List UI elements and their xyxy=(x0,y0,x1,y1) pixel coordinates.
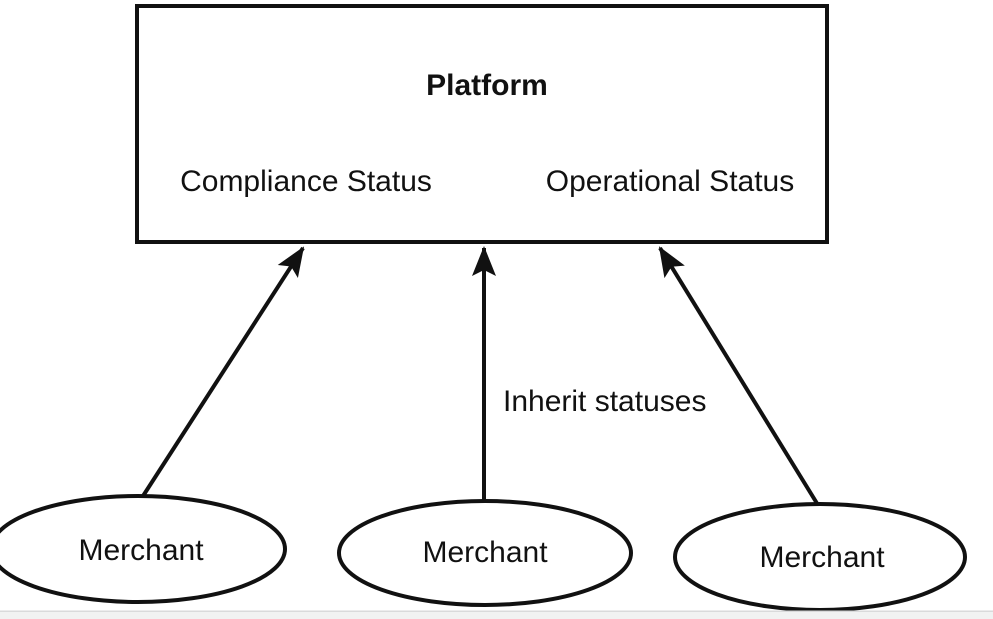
compliance-status-label: Compliance Status xyxy=(180,165,432,198)
inherit-arrow-left xyxy=(141,246,305,498)
merchant-label-middle: Merchant xyxy=(422,536,548,569)
page-bottom-bar-fill xyxy=(0,612,993,619)
page-bottom-bar xyxy=(0,610,993,619)
platform-title: Platform xyxy=(426,69,548,102)
platform-box xyxy=(135,4,829,244)
inherit-arrow-right xyxy=(658,246,820,507)
page-bottom-bar-border xyxy=(0,610,993,612)
inherit-statuses-edge-label: Inherit statuses xyxy=(503,385,706,418)
merchant-nodes: Merchant Merchant Merchant xyxy=(0,494,967,612)
merchant-label-left: Merchant xyxy=(78,534,204,567)
operational-status-label: Operational Status xyxy=(546,165,794,198)
inherit-edges: Inherit statuses xyxy=(141,246,820,507)
merchant-node-middle xyxy=(337,499,633,607)
platform-node: Platform Compliance Status Operational S… xyxy=(135,4,829,244)
merchant-label-right: Merchant xyxy=(759,541,885,574)
merchant-node-right xyxy=(673,502,967,612)
merchant-node-left xyxy=(0,494,287,604)
